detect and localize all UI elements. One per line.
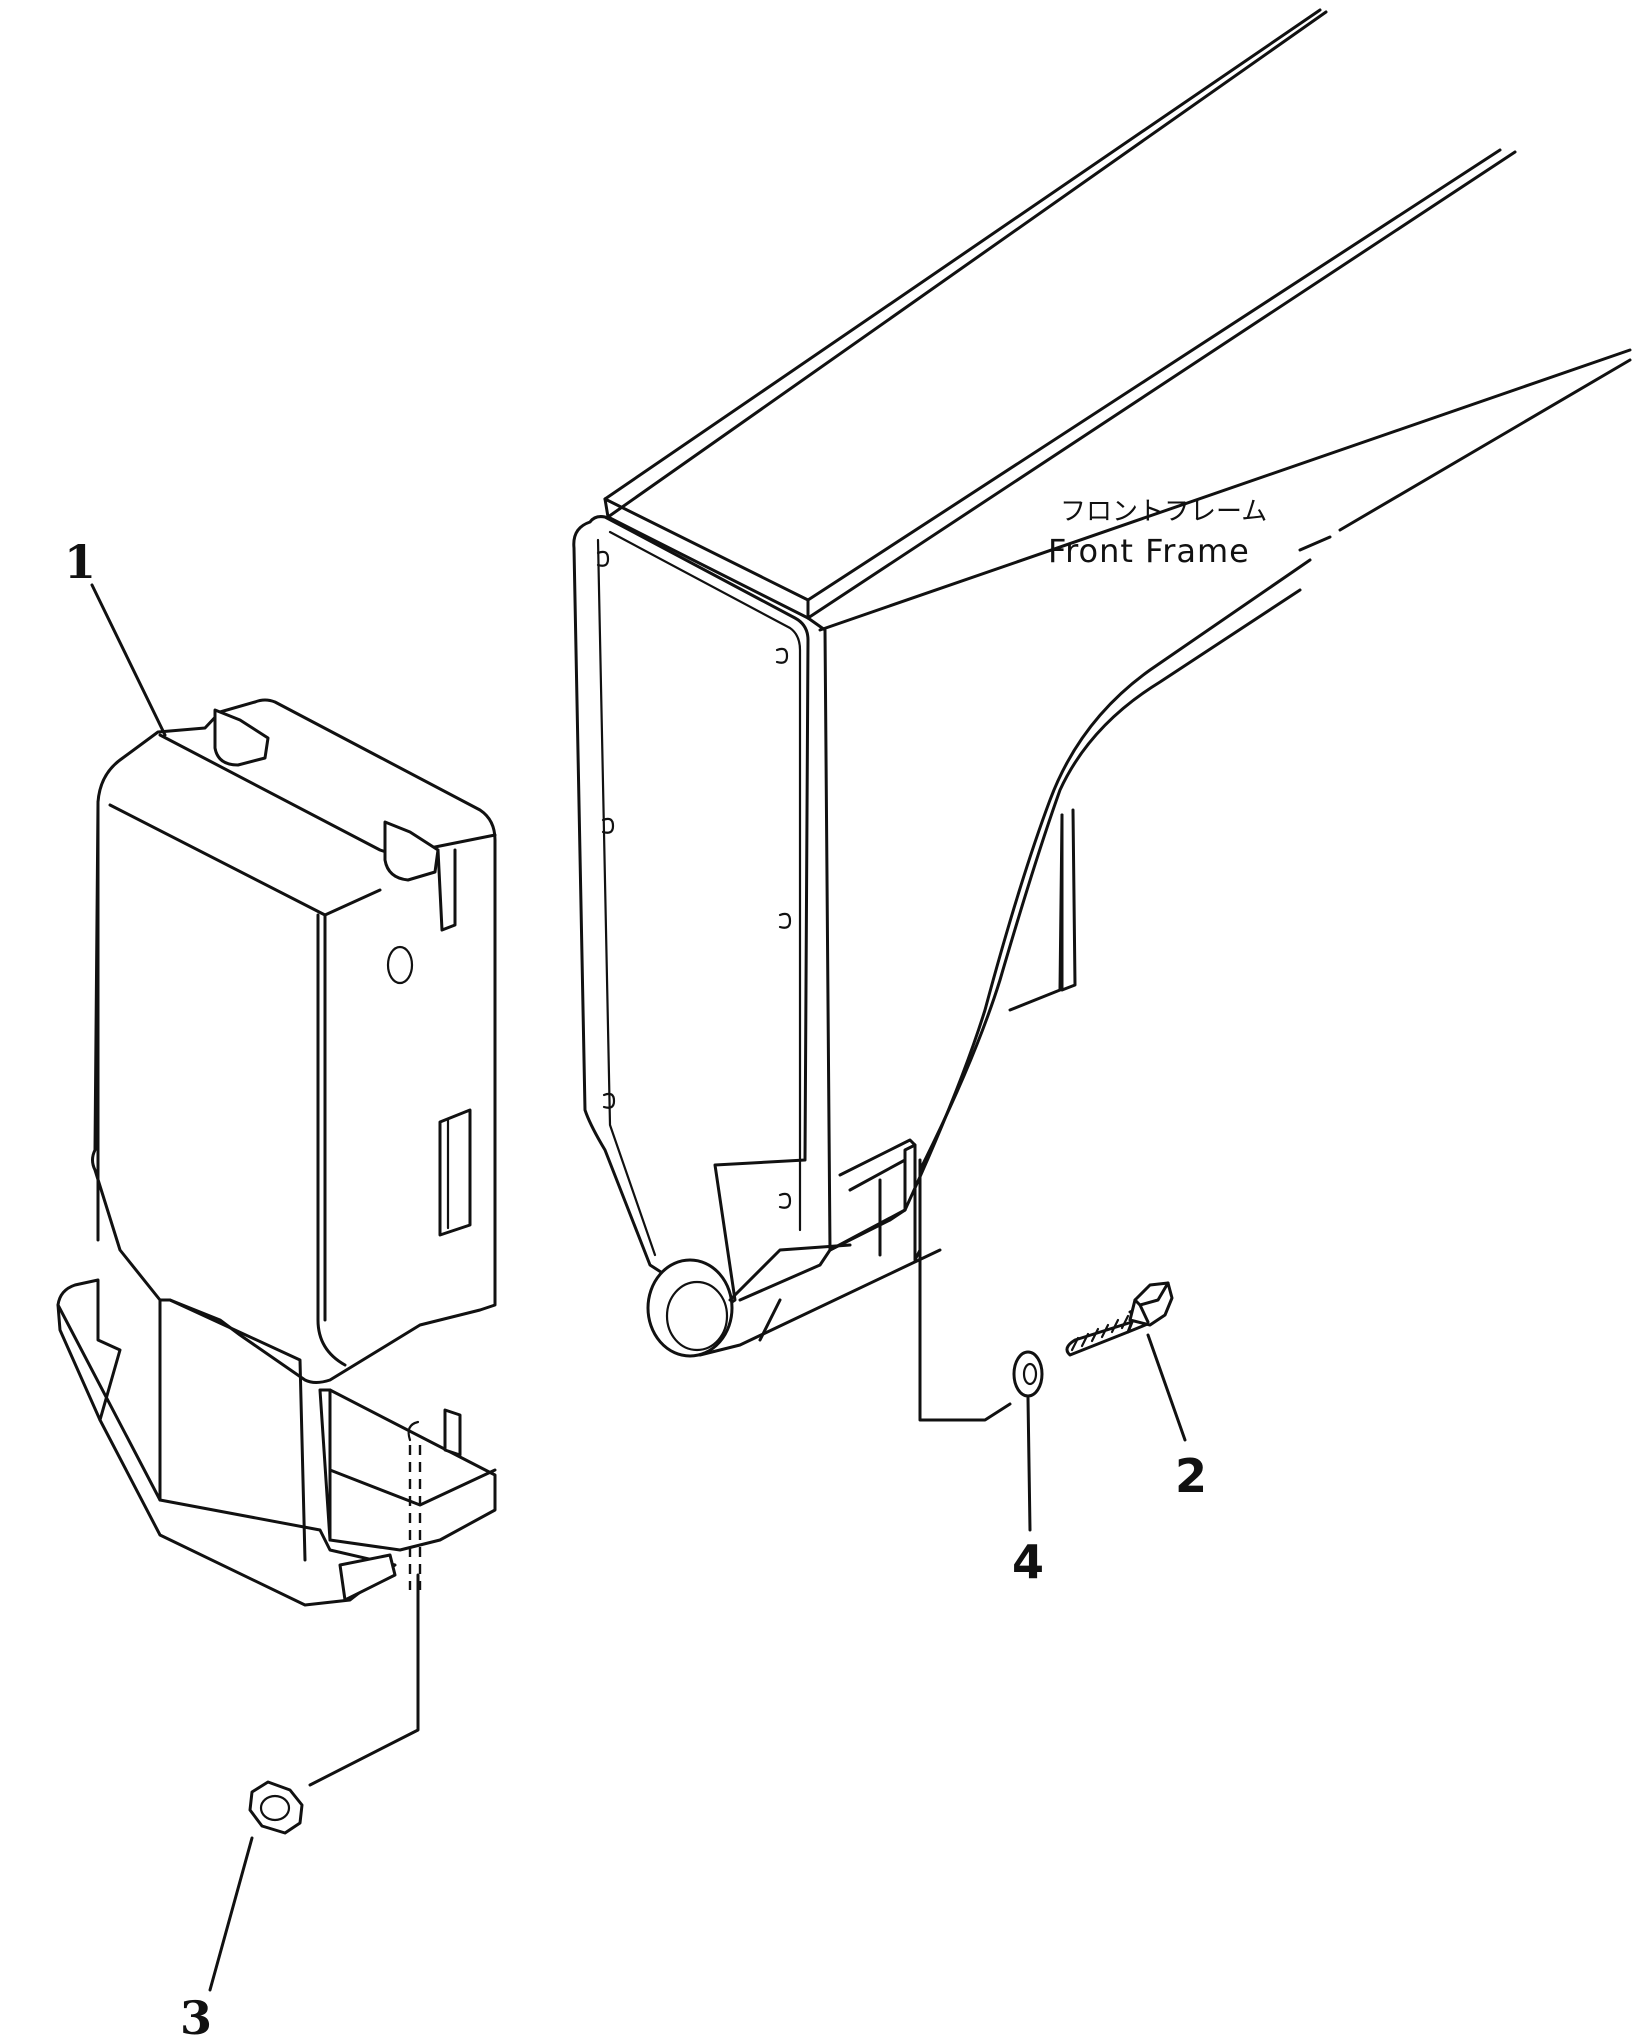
part-label-3: 3 xyxy=(180,1991,212,2038)
nut xyxy=(208,1780,304,1992)
part-label-1: 1 xyxy=(64,535,96,589)
washer xyxy=(1012,1350,1044,1532)
part-label-4: 4 xyxy=(1012,1535,1044,1589)
frame-label-en: Front Frame xyxy=(1048,532,1250,570)
bolt xyxy=(1065,1281,1187,1442)
front-frame xyxy=(572,8,1632,1422)
counterweight xyxy=(56,698,497,1787)
part-label-2: 2 xyxy=(1175,1449,1207,1503)
frame-label-jp: フロントフレーム xyxy=(1060,497,1267,527)
leader-1 xyxy=(90,583,167,737)
